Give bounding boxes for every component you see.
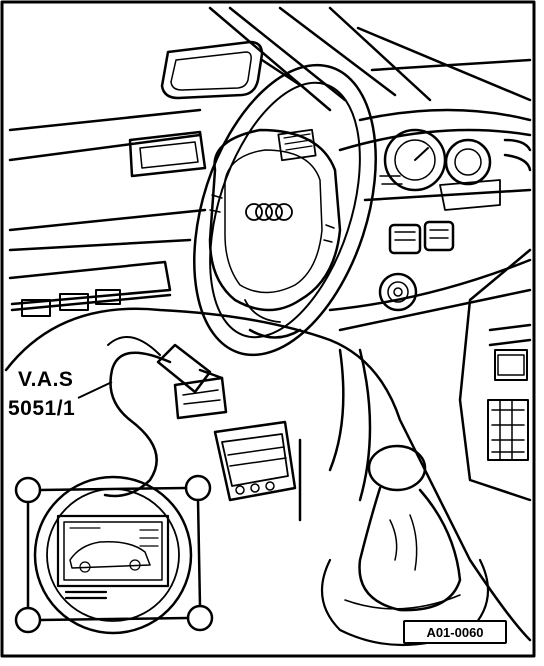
diagnostic-tester-icon [14, 474, 214, 635]
center-console [487, 323, 532, 461]
ignition-lock [378, 272, 418, 312]
instrument-cluster [379, 128, 532, 211]
dashboard [328, 108, 532, 502]
audi-rings-icon [245, 203, 293, 221]
figure-reference-code: A01-0060 [403, 620, 507, 644]
gear-shift-icon [320, 444, 490, 647]
door-panel [8, 108, 207, 317]
figure-frame [0, 0, 536, 658]
diagnostic-connector-icon [156, 343, 228, 420]
dash-controls [388, 220, 455, 255]
tester-label-line2: 5051/1 [8, 397, 76, 420]
steering-column [248, 328, 372, 522]
steering-wheel-icon [193, 63, 377, 357]
obd-socket [213, 420, 297, 502]
magnified-view-outline [4, 307, 532, 642]
mirror [160, 40, 302, 100]
tester-label-line1: V.A.S [18, 368, 74, 391]
